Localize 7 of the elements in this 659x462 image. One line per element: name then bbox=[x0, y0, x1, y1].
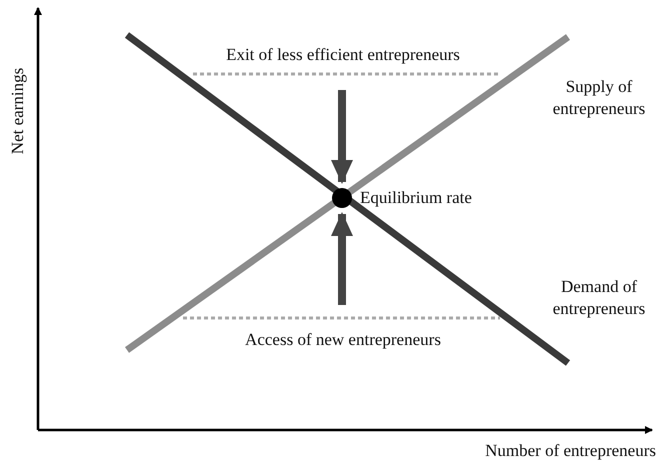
axis-title: Number of entrepreneurs bbox=[484, 440, 656, 462]
chart-label: Supply of entrepreneurs bbox=[552, 76, 646, 120]
axis-title: Net earnings bbox=[7, 66, 28, 156]
chart-label: Demand of entrepreneurs bbox=[552, 276, 646, 320]
chart-label: Access of new entrepreneurs bbox=[244, 329, 442, 351]
chart-label: Exit of less efficient entrepreneurs bbox=[225, 44, 461, 66]
chart-label: Equilibrium rate bbox=[360, 187, 473, 209]
